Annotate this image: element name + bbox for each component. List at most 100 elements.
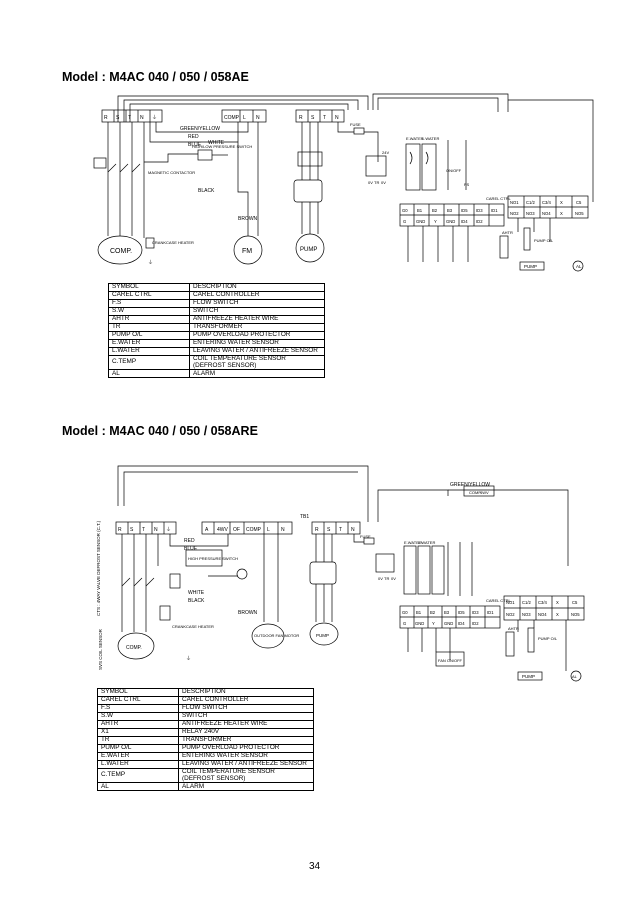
svg-text:BLUE: BLUE xyxy=(184,546,198,552)
wiring-diagram-ae: R S T N ⏚ COMP L N R S T N GREEN/YELLOW … xyxy=(93,93,594,272)
svg-text:COMP: COMP xyxy=(246,527,262,533)
svg-text:S: S xyxy=(130,527,134,533)
svg-text:C1/2: C1/2 xyxy=(526,200,536,205)
svg-text:RED: RED xyxy=(184,538,195,544)
terminal-label: R xyxy=(104,115,108,121)
svg-text:ID3: ID3 xyxy=(472,610,479,615)
pressure-switch xyxy=(197,149,213,161)
svg-text:E.WATER: E.WATER xyxy=(406,136,424,141)
svg-text:COMP: COMP xyxy=(469,490,481,495)
svg-text:HIGH PRESSURE SWITCH: HIGH PRESSURE SWITCH xyxy=(188,556,238,561)
svg-text:24V: 24V xyxy=(382,150,389,155)
svg-text:TR: TR xyxy=(374,180,379,185)
svg-text:NO4: NO4 xyxy=(538,612,547,617)
svg-text:R: R xyxy=(299,115,303,121)
wiring-diagram-are: CTS : 4WAY VALVE DEFROST SENSOR (C.T.) S… xyxy=(96,465,585,682)
svg-text:NO2: NO2 xyxy=(510,211,519,216)
svg-text:N: N xyxy=(256,115,260,121)
svg-text:FUSE: FUSE xyxy=(350,122,361,127)
outdoor-fan-motor xyxy=(251,623,285,649)
svg-text:NO3: NO3 xyxy=(526,211,535,216)
svg-text:S: S xyxy=(311,115,315,121)
legend-description: COIL TEMPERATURE SENSOR(DEFROST SENSOR) xyxy=(189,354,325,371)
crankcase-heater xyxy=(145,237,155,249)
svg-text:L.WATER: L.WATER xyxy=(418,540,435,545)
svg-text:GND: GND xyxy=(416,219,425,224)
svg-text:COMP.: COMP. xyxy=(110,248,132,255)
svg-text:NO3: NO3 xyxy=(522,612,531,617)
svg-text:G0: G0 xyxy=(402,610,408,615)
svg-text:ID4: ID4 xyxy=(461,219,468,224)
svg-text:BROWN: BROWN xyxy=(238,610,258,616)
svg-text:G: G xyxy=(403,621,406,626)
svg-text:PUMP: PUMP xyxy=(300,247,317,253)
svg-text:CAREL CTRL: CAREL CTRL xyxy=(486,196,512,201)
legend-symbol: AL xyxy=(97,782,179,792)
svg-text:4WV: 4WV xyxy=(480,490,489,495)
svg-text:C5: C5 xyxy=(576,200,582,205)
svg-text:ID2: ID2 xyxy=(476,219,483,224)
svg-text:C3/4: C3/4 xyxy=(538,600,548,605)
svg-text:ON/OFF: ON/OFF xyxy=(446,168,462,173)
svg-text:GREEN/YELLOW: GREEN/YELLOW xyxy=(450,482,490,488)
svg-text:ID1: ID1 xyxy=(491,208,498,213)
svg-text:PUMP: PUMP xyxy=(524,264,537,269)
svg-text:L: L xyxy=(243,115,246,121)
pump-motor xyxy=(309,622,339,646)
terminal-block-mid xyxy=(221,109,267,123)
model-title-are: Model : M4AC 040 / 050 / 058ARE xyxy=(62,424,258,438)
svg-text:SVS COIL SENSOR: SVS COIL SENSOR xyxy=(98,628,103,670)
svg-text:FM: FM xyxy=(242,248,252,255)
svg-text:PUMP O/L: PUMP O/L xyxy=(534,238,554,243)
svg-text:X: X xyxy=(560,200,563,205)
legend-description: ALARM xyxy=(178,782,314,792)
legend-symbol: C.TEMP xyxy=(97,767,179,784)
svg-text:ID4: ID4 xyxy=(458,621,465,626)
svg-text:ID5: ID5 xyxy=(461,208,468,213)
svg-text:GND: GND xyxy=(444,621,453,626)
svg-text:GND: GND xyxy=(415,621,424,626)
svg-text:PUMP: PUMP xyxy=(316,633,329,638)
crankcase-heater xyxy=(159,605,171,621)
svg-text:OUTDOOR FAN MOTOR: OUTDOOR FAN MOTOR xyxy=(254,633,299,638)
legend-symbol: L.WATER xyxy=(108,347,190,356)
svg-text:TB1: TB1 xyxy=(300,514,309,520)
svg-text:AHTR: AHTR xyxy=(502,230,513,235)
svg-text:⏚: ⏚ xyxy=(152,114,157,121)
svg-text:ID5: ID5 xyxy=(458,610,465,615)
svg-text:OF: OF xyxy=(233,527,240,533)
svg-text:FAN ON/OFF: FAN ON/OFF xyxy=(438,658,463,663)
svg-text:S: S xyxy=(116,115,120,121)
svg-text:0V: 0V xyxy=(381,180,386,185)
svg-text:B1: B1 xyxy=(417,208,423,213)
svg-text:NO1: NO1 xyxy=(510,200,519,205)
page-number: 34 xyxy=(309,861,321,872)
legend-symbol: AHTR xyxy=(97,720,179,729)
svg-text:T: T xyxy=(339,527,342,533)
svg-text:ID2: ID2 xyxy=(472,621,479,626)
svg-text:⏚: ⏚ xyxy=(166,526,171,533)
svg-text:C5: C5 xyxy=(572,600,578,605)
svg-text:BROWN: BROWN xyxy=(238,216,258,222)
svg-text:R: R xyxy=(315,527,319,533)
svg-text:HIGH/LOW PRESSURE SWITCH: HIGH/LOW PRESSURE SWITCH xyxy=(192,144,252,149)
svg-text:B2: B2 xyxy=(432,208,438,213)
svg-text:R: R xyxy=(118,527,122,533)
svg-text:RED: RED xyxy=(188,134,199,140)
svg-text:X: X xyxy=(560,211,563,216)
legend-symbol: AL xyxy=(108,369,190,379)
svg-text:NO1: NO1 xyxy=(506,600,515,605)
svg-text:⏚: ⏚ xyxy=(148,259,153,266)
svg-text:T: T xyxy=(142,527,145,533)
svg-text:0V: 0V xyxy=(368,180,373,185)
svg-text:MAGNETIC CONTACTOR: MAGNETIC CONTACTOR xyxy=(148,170,195,175)
legend-symbol: C.TEMP xyxy=(108,354,190,371)
svg-text:A: A xyxy=(205,527,209,533)
svg-text:NO4: NO4 xyxy=(542,211,551,216)
svg-text:PUMP: PUMP xyxy=(522,674,535,679)
svg-text:GND: GND xyxy=(446,219,455,224)
